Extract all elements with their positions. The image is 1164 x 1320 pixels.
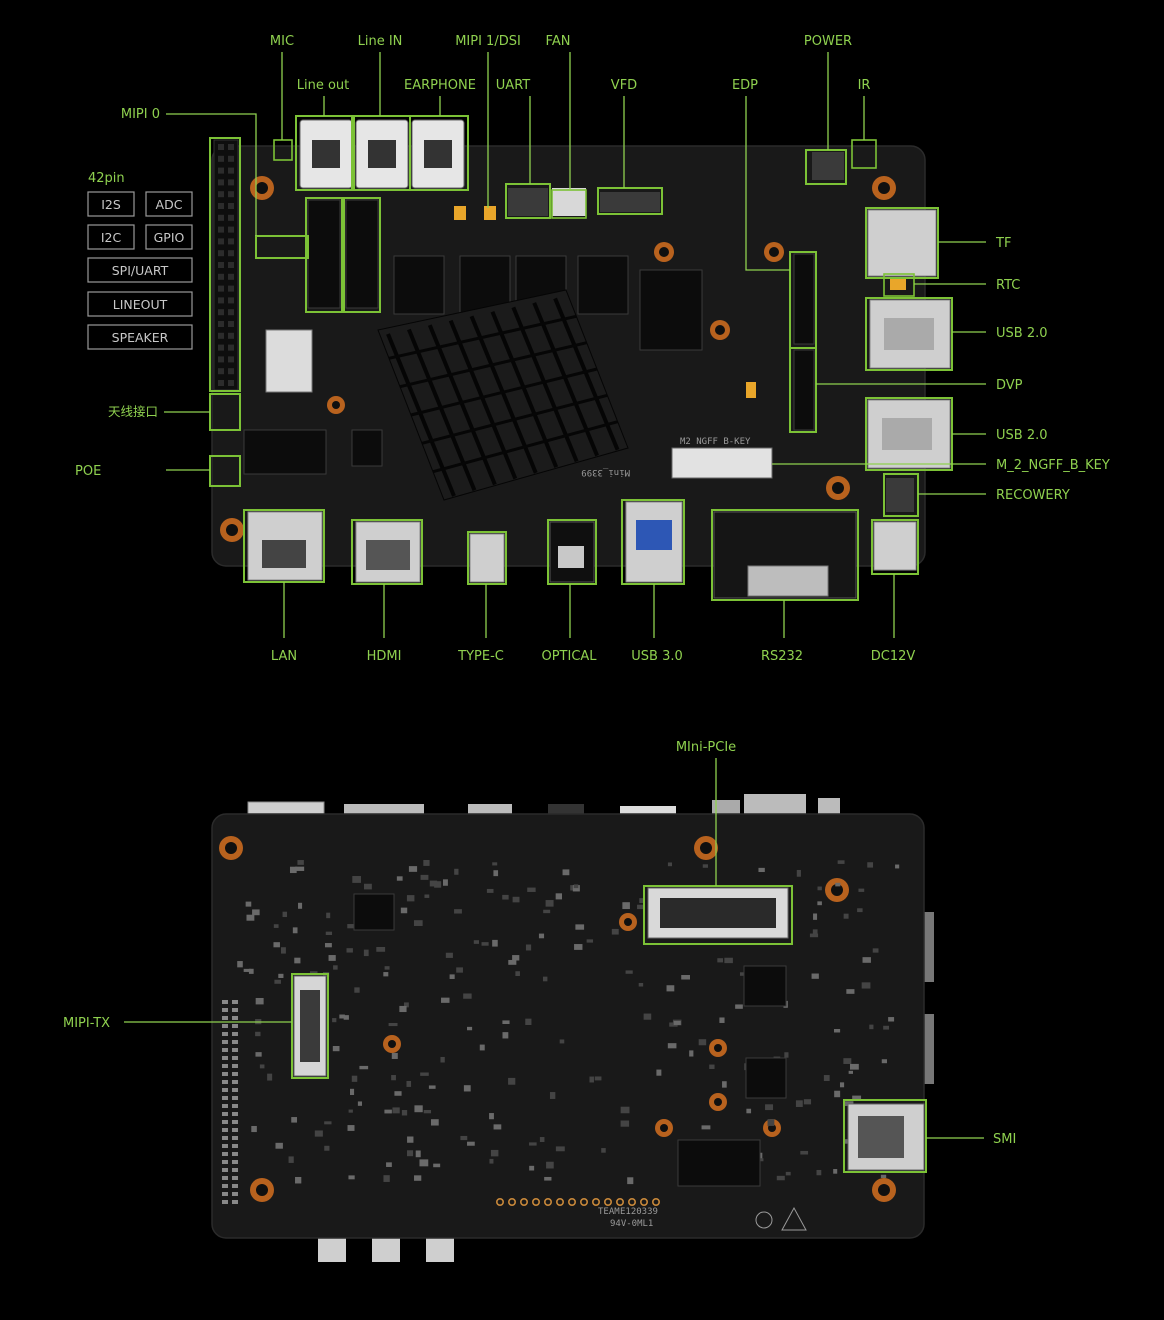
label-lan: LAN: [271, 649, 297, 664]
bottom-pads: [222, 860, 900, 1207]
label-tf: TF: [995, 236, 1011, 251]
label-ir: IR: [858, 78, 871, 93]
top-leader-lines: [164, 52, 986, 638]
label-usb20-a: USB 2.0: [996, 326, 1048, 341]
label-hdmi: HDMI: [367, 649, 402, 664]
label-rs232: RS232: [761, 649, 803, 664]
label-vfd: VFD: [611, 78, 637, 93]
pinbox-lineout: LINEOUT: [113, 297, 168, 312]
label-line-out: Line out: [297, 78, 350, 93]
label-edp: EDP: [732, 78, 758, 93]
label-42pin: 42pin: [88, 171, 125, 186]
top-board: M2 NGFF B-KEY Mini_3399: [211, 119, 951, 599]
pinbox-i2s: I2S: [101, 197, 121, 212]
label-fan: FAN: [546, 34, 571, 49]
bottom-highlights: [291, 885, 927, 1173]
top-labels: MIC Line IN MIPI 1/DSI FAN POWER Line ou…: [75, 34, 1110, 664]
pinbox-adc: ADC: [156, 197, 183, 212]
label-line-in: Line IN: [358, 34, 403, 49]
label-rtc: RTC: [996, 278, 1020, 293]
label-earphone: EARPHONE: [404, 78, 476, 93]
pinbox-speaker: SPEAKER: [112, 330, 169, 345]
label-optical: OPTICAL: [541, 649, 597, 664]
label-mipi-1-dsi: MIPI 1/DSI: [455, 34, 521, 49]
label-usb30: USB 3.0: [631, 649, 683, 664]
pinbox-spi-uart: SPI/UART: [112, 263, 169, 278]
label-dvp: DVP: [996, 378, 1023, 393]
label-poe: POE: [75, 464, 101, 479]
label-dc12v: DC12V: [871, 649, 916, 664]
silk-team: TEAM: [598, 1207, 620, 1217]
board-name-silk: Mini_3399: [581, 467, 630, 477]
label-typec: TYPE-C: [457, 649, 504, 664]
gpio-header-42pin: [213, 139, 239, 391]
label-power: POWER: [804, 34, 852, 49]
top-highlights: [209, 115, 953, 601]
silk-ul: 94V-0ML1: [610, 1219, 653, 1229]
silk-code: E120339: [620, 1207, 658, 1217]
label-uart: UART: [496, 78, 530, 93]
label-mic: MIC: [270, 34, 294, 49]
bottom-board: TEAM E120339 94V-0ML1: [211, 794, 934, 1262]
label-mipi-0: MIPI 0: [121, 107, 160, 122]
bottom-labels: MIni-PCIe MIPI-TX SMI: [63, 740, 1016, 1147]
label-smi: SMI: [993, 1132, 1016, 1147]
pin-function-boxes: I2S ADC I2C GPIO SPI/UART LINEOUT SPEAKE…: [87, 191, 193, 350]
heatsink: [377, 289, 629, 501]
top-mount-holes: [220, 176, 896, 542]
label-usb20-b: USB 2.0: [996, 428, 1048, 443]
m2-silk: M2 NGFF B-KEY: [680, 437, 751, 447]
bottom-leader-lines: [124, 758, 984, 1139]
audio-jacks: [299, 119, 465, 189]
pinbox-i2c: I2C: [101, 230, 122, 245]
bottom-mount-holes: [219, 836, 896, 1202]
pinbox-gpio: GPIO: [154, 230, 185, 245]
label-mini-pcie: MIni-PCIe: [676, 740, 736, 755]
label-m2: M_2_NGFF_B_KEY: [996, 458, 1110, 473]
label-antenna: 天线接口: [108, 404, 158, 419]
label-recovery: RECOWERY: [996, 488, 1070, 503]
label-mipi-tx: MIPI-TX: [63, 1016, 110, 1031]
